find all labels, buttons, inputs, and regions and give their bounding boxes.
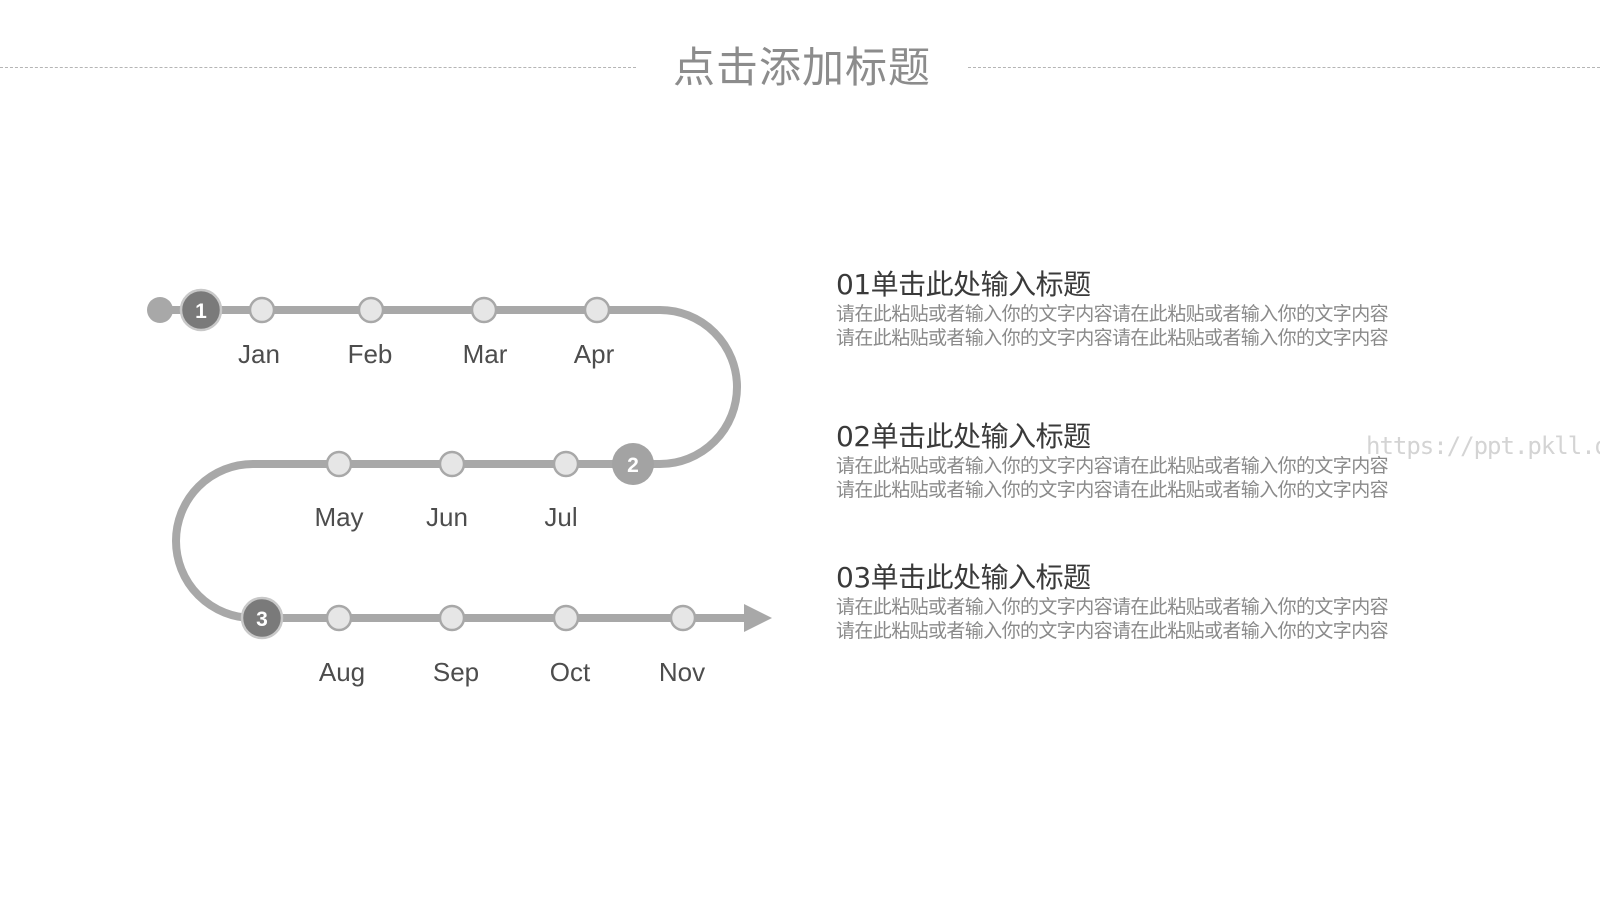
text-block-3-line-2: 请在此粘贴或者输入你的文字内容请在此粘贴或者输入你的文字内容: [836, 620, 1389, 642]
timeline-arrowhead: [744, 604, 772, 632]
title-divider-left: [0, 67, 636, 68]
title-row: 点击添加标题: [0, 38, 1600, 98]
text-block-3-line-1: 请在此粘贴或者输入你的文字内容请在此粘贴或者输入你的文字内容: [836, 596, 1389, 618]
month-dot-apr[interactable]: [583, 296, 611, 324]
month-label-oct: Oct: [550, 657, 591, 687]
timeline-start-dot: [147, 297, 173, 323]
page-title[interactable]: 点击添加标题: [672, 43, 931, 92]
milestone-badge-1[interactable]: 1: [179, 288, 223, 332]
month-label-nov: Nov: [659, 657, 705, 687]
text-block-2-heading[interactable]: 02单击此处输入标题: [836, 420, 1091, 453]
watermark-url: https://ppt.pkll.de: [1366, 432, 1600, 460]
text-block-1: 01单击此处输入标题 请在此粘贴或者输入你的文字内容请在此粘贴或者输入你的文字内…: [836, 268, 1476, 350]
month-label-sep: Sep: [433, 657, 479, 687]
timeline-diagram: 1 Jan Feb Mar Apr 2 May Jun Jul 3 Aug Se…: [147, 288, 772, 687]
title-divider-right: [968, 67, 1600, 68]
month-dot-oct[interactable]: [552, 604, 580, 632]
text-block-3: 03单击此处输入标题 请在此粘贴或者输入你的文字内容请在此粘贴或者输入你的文字内…: [836, 561, 1476, 643]
text-block-1-heading[interactable]: 01单击此处输入标题: [836, 268, 1091, 301]
text-block-3-heading[interactable]: 03单击此处输入标题: [836, 561, 1091, 594]
month-label-jan: Jan: [238, 339, 280, 369]
month-dot-nov[interactable]: [669, 604, 697, 632]
month-label-jun: Jun: [426, 502, 468, 532]
month-dot-jan[interactable]: [248, 296, 276, 324]
month-dot-jul[interactable]: [552, 450, 580, 478]
month-dot-feb[interactable]: [357, 296, 385, 324]
text-block-3-body[interactable]: 请在此粘贴或者输入你的文字内容请在此粘贴或者输入你的文字内容 请在此粘贴或者输入…: [836, 595, 1436, 643]
text-block-1-body[interactable]: 请在此粘贴或者输入你的文字内容请在此粘贴或者输入你的文字内容 请在此粘贴或者输入…: [836, 302, 1436, 350]
month-dot-jun[interactable]: [438, 450, 466, 478]
milestone-badge-2-label: 2: [627, 454, 639, 477]
milestone-badge-2[interactable]: 2: [612, 443, 654, 485]
text-block-2-line-1: 请在此粘贴或者输入你的文字内容请在此粘贴或者输入你的文字内容: [836, 455, 1389, 477]
month-label-apr: Apr: [574, 339, 615, 369]
month-dot-sep[interactable]: [438, 604, 466, 632]
text-block-2-line-2: 请在此粘贴或者输入你的文字内容请在此粘贴或者输入你的文字内容: [836, 479, 1389, 501]
month-label-jul: Jul: [544, 502, 577, 532]
month-label-mar: Mar: [463, 339, 508, 369]
milestone-badge-3-label: 3: [256, 608, 268, 631]
month-dot-mar[interactable]: [470, 296, 498, 324]
text-block-1-line-2: 请在此粘贴或者输入你的文字内容请在此粘贴或者输入你的文字内容: [836, 327, 1389, 349]
month-dot-may[interactable]: [325, 450, 353, 478]
text-block-1-line-1: 请在此粘贴或者输入你的文字内容请在此粘贴或者输入你的文字内容: [836, 303, 1389, 325]
month-label-aug: Aug: [319, 657, 365, 687]
month-dot-aug[interactable]: [325, 604, 353, 632]
text-block-2-body[interactable]: 请在此粘贴或者输入你的文字内容请在此粘贴或者输入你的文字内容 请在此粘贴或者输入…: [836, 454, 1436, 502]
milestone-badge-3[interactable]: 3: [240, 596, 284, 640]
milestone-badge-1-label: 1: [195, 300, 207, 323]
month-label-feb: Feb: [348, 339, 393, 369]
text-block-2: 02单击此处输入标题 请在此粘贴或者输入你的文字内容请在此粘贴或者输入你的文字内…: [836, 420, 1476, 502]
month-label-may: May: [314, 502, 363, 532]
